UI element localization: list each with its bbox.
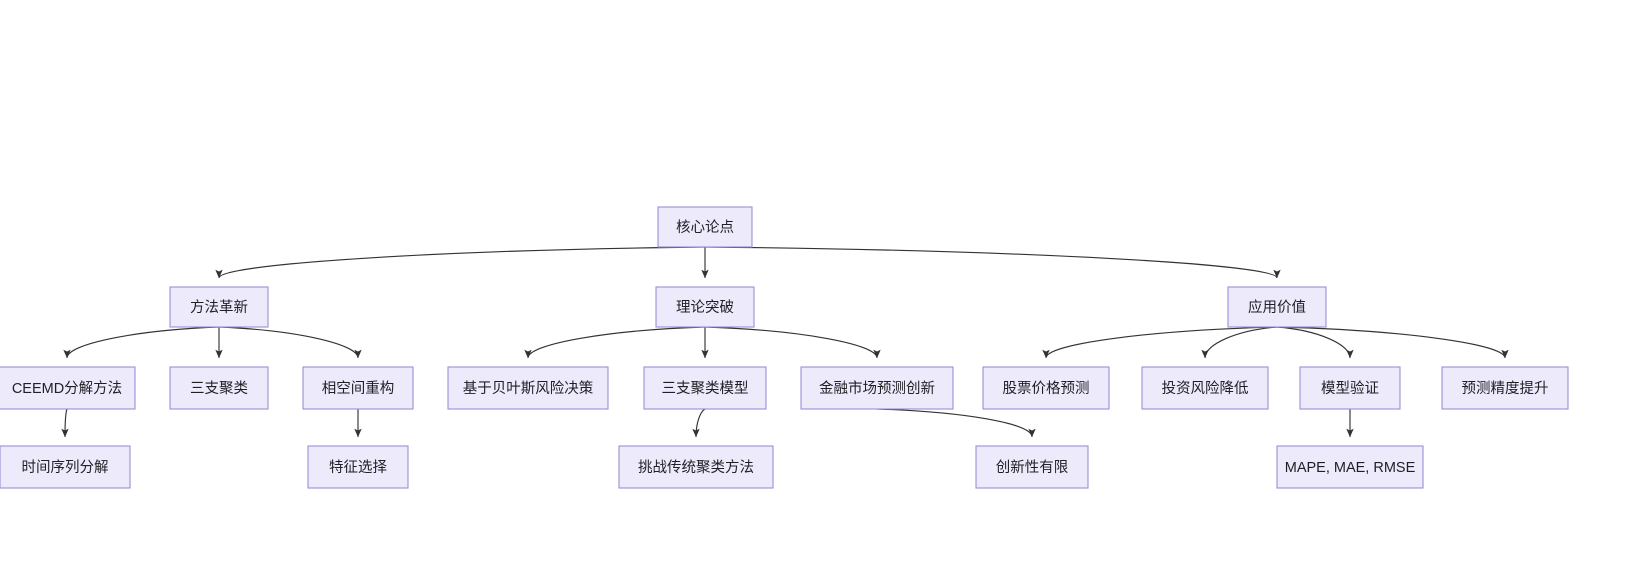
edge-l2b-to-l3f: [704, 326, 881, 359]
node-box-l3h[interactable]: [1141, 366, 1269, 410]
node-root[interactable]: 核心论点: [657, 206, 753, 248]
node-label-l2b: 理论突破: [676, 299, 734, 316]
node-l3d[interactable]: 基于贝叶斯风险决策: [447, 366, 609, 410]
node-label-l3d: 基于贝叶斯风险决策: [463, 380, 594, 397]
node-l2a[interactable]: 方法革新: [169, 286, 269, 328]
node-label-l4e: MAPE, MAE, RMSE: [1285, 460, 1416, 476]
node-label-l3b: 三支聚类: [190, 380, 248, 397]
edge-l2c-to-l3g: [1042, 326, 1278, 359]
node-l3b[interactable]: 三支聚类: [169, 366, 269, 410]
node-l3g[interactable]: 股票价格预测: [982, 366, 1110, 410]
node-box-l3e[interactable]: [643, 366, 767, 410]
node-box-l3f[interactable]: [800, 366, 954, 410]
node-box-l3c[interactable]: [302, 366, 414, 410]
node-label-l4d: 创新性有限: [996, 459, 1069, 476]
edge-root-to-l2c: [704, 246, 1281, 279]
edge-l2a-to-l3c: [218, 326, 362, 359]
node-label-l3g: 股票价格预测: [1003, 380, 1090, 397]
node-label-l3e: 三支聚类模型: [662, 380, 749, 397]
node-label-l3h: 投资风险降低: [1162, 380, 1249, 397]
node-box-l4e[interactable]: [1276, 445, 1424, 489]
node-box-l4d[interactable]: [975, 445, 1089, 489]
edge-l3e-to-l4c: [692, 408, 706, 438]
node-label-l3f: 金融市场预测创新: [819, 380, 935, 397]
node-label-l3a: CEEMD分解方法: [12, 380, 122, 397]
node-l3f[interactable]: 金融市场预测创新: [800, 366, 954, 410]
node-label-l3c: 相空间重构: [322, 380, 395, 397]
node-l4e[interactable]: MAPE, MAE, RMSE: [1276, 445, 1424, 489]
node-l3h[interactable]: 投资风险降低: [1141, 366, 1269, 410]
edge-l3a-to-l4a: [61, 408, 69, 438]
node-label-l4a: 时间序列分解: [22, 459, 109, 476]
node-label-l2c: 应用价值: [1248, 298, 1306, 316]
node-box-l3j[interactable]: [1441, 366, 1569, 410]
node-l2c[interactable]: 应用价值: [1227, 286, 1327, 328]
edge-l2c-to-l3j: [1276, 326, 1509, 359]
node-l4c[interactable]: 挑战传统聚类方法: [618, 445, 774, 489]
edge-l2a-to-l3a: [63, 326, 220, 359]
node-label-l2a: 方法革新: [190, 299, 248, 316]
node-box-l2a[interactable]: [169, 286, 269, 328]
node-box-l4a[interactable]: [0, 445, 131, 489]
edge-layer: [61, 246, 1509, 438]
node-label-l3j: 预测精度提升: [1462, 380, 1549, 397]
node-label-l4b: 特征选择: [329, 459, 387, 476]
node-l4a[interactable]: 时间序列分解: [0, 445, 131, 489]
node-l2b[interactable]: 理论突破: [655, 286, 755, 328]
node-box-l3i[interactable]: [1299, 366, 1401, 410]
node-box-root[interactable]: [657, 206, 753, 248]
edge-l2c-to-l3h: [1201, 326, 1278, 359]
node-l3i[interactable]: 模型验证: [1299, 366, 1401, 410]
node-label-l4c: 挑战传统聚类方法: [638, 459, 754, 476]
node-l3c[interactable]: 相空间重构: [302, 366, 414, 410]
node-label-l3i: 模型验证: [1321, 380, 1379, 397]
node-box-l3d[interactable]: [447, 366, 609, 410]
node-box-l4c[interactable]: [618, 445, 774, 489]
node-box-l2c[interactable]: [1227, 286, 1327, 328]
node-l3e[interactable]: 三支聚类模型: [643, 366, 767, 410]
node-label-root: 核心论点: [676, 219, 734, 236]
node-box-l4b[interactable]: [307, 445, 409, 489]
node-box-l3a[interactable]: [0, 366, 136, 410]
node-l3j[interactable]: 预测精度提升: [1441, 366, 1569, 410]
node-box-l3g[interactable]: [982, 366, 1110, 410]
edge-root-to-l2a: [215, 246, 706, 279]
edge-l3f-to-l4d: [876, 408, 1036, 438]
node-box-l3b[interactable]: [169, 366, 269, 410]
node-box-l2b[interactable]: [655, 286, 755, 328]
edge-l2b-to-l3d: [524, 326, 706, 359]
node-l4b[interactable]: 特征选择: [307, 445, 409, 489]
node-l4d[interactable]: 创新性有限: [975, 445, 1089, 489]
node-l3a[interactable]: CEEMD分解方法: [0, 366, 136, 410]
edge-l2c-to-l3i: [1276, 326, 1354, 359]
